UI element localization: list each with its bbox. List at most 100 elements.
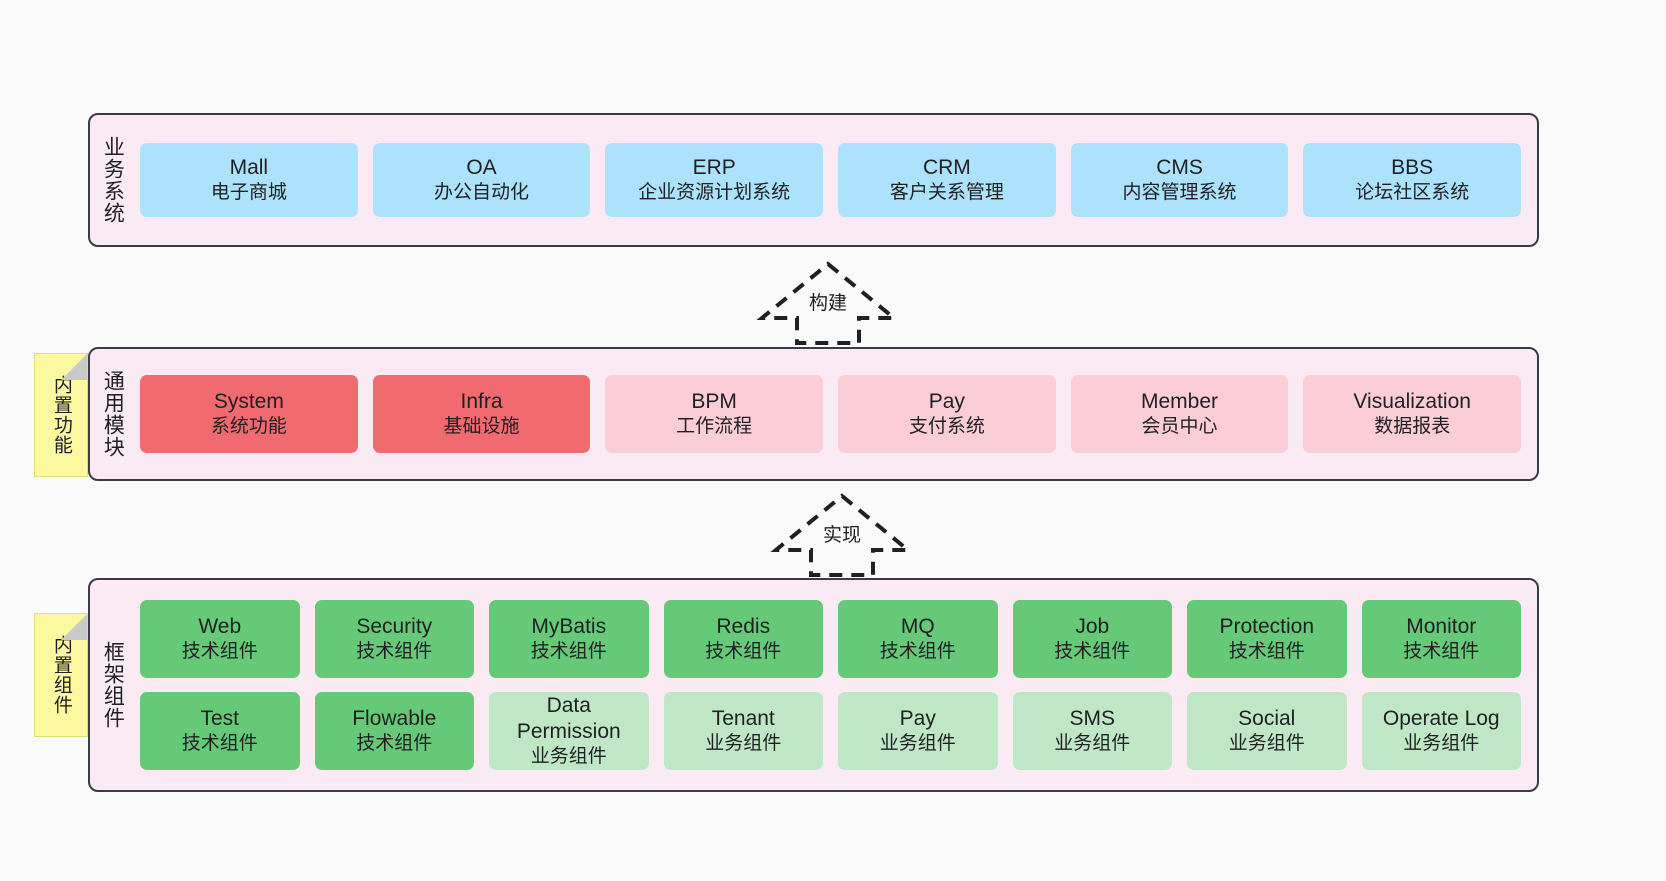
card-subtitle: 技术组件 bbox=[1403, 641, 1480, 663]
card-row: Mall 电子商城 OA 办公自动化 ERP 企业资源计划系统 CRM 客户关系… bbox=[140, 143, 1522, 217]
implement-arrow: 实现 bbox=[770, 492, 914, 577]
card-subtitle: 企业资源计划系统 bbox=[638, 182, 791, 204]
card-flowable[interactable]: Flowable 技术组件 bbox=[314, 692, 474, 770]
card-title: MyBatis bbox=[531, 615, 607, 638]
card-subtitle: 业务组件 bbox=[530, 745, 607, 767]
card-operate-log[interactable]: Operate Log 业务组件 bbox=[1361, 692, 1521, 770]
card-title: Social bbox=[1238, 707, 1296, 730]
card-visualization[interactable]: Visualization 数据报表 bbox=[1303, 375, 1522, 453]
layer-body-framework-components: Web 技术组件 Security 技术组件 MyBatis 技术组件 Redi… bbox=[134, 580, 1537, 790]
card-title: SMS bbox=[1069, 707, 1115, 730]
card-subtitle: 基础设施 bbox=[443, 416, 520, 438]
card-title: Flowable bbox=[352, 707, 437, 730]
card-subtitle: 数据报表 bbox=[1374, 416, 1451, 438]
note-label: 内置功能 bbox=[50, 375, 72, 455]
card-security[interactable]: Security 技术组件 bbox=[314, 600, 474, 678]
card-subtitle: 会员中心 bbox=[1141, 416, 1218, 438]
card-bpm[interactable]: BPM 工作流程 bbox=[605, 375, 824, 453]
note-builtin-components: 内置组件 bbox=[34, 613, 88, 737]
card-protection[interactable]: Protection 技术组件 bbox=[1187, 600, 1347, 678]
layer-title-common-modules: 通用模块 bbox=[101, 370, 125, 458]
card-pay-module[interactable]: Pay 支付系统 bbox=[838, 375, 1056, 453]
card-title: Test bbox=[200, 707, 239, 730]
layer-common-modules: 通用模块 System 系统功能 Infra 基础设施 BPM 工作流程 Pay… bbox=[88, 347, 1539, 481]
card-subtitle: 支付系统 bbox=[908, 416, 985, 438]
card-row: System 系统功能 Infra 基础设施 BPM 工作流程 Pay 支付系统… bbox=[140, 375, 1522, 453]
card-title: Security bbox=[356, 615, 433, 638]
card-subtitle: 业务组件 bbox=[879, 733, 956, 755]
card-system[interactable]: System 系统功能 bbox=[140, 375, 358, 453]
card-web[interactable]: Web 技术组件 bbox=[140, 600, 300, 678]
card-redis[interactable]: Redis 技术组件 bbox=[663, 600, 823, 678]
card-monitor[interactable]: Monitor 技术组件 bbox=[1361, 600, 1521, 678]
card-subtitle: 技术组件 bbox=[879, 641, 956, 663]
card-title: Pay bbox=[899, 707, 936, 730]
card-row: Test 技术组件 Flowable 技术组件 Data Permission … bbox=[140, 692, 1521, 770]
card-title: BPM bbox=[691, 390, 737, 413]
card-subtitle: 论坛社区系统 bbox=[1355, 182, 1470, 204]
card-title: Infra bbox=[460, 390, 503, 413]
card-title: Monitor bbox=[1406, 615, 1477, 638]
card-sms[interactable]: SMS 业务组件 bbox=[1012, 692, 1172, 770]
card-crm[interactable]: CRM 客户关系管理 bbox=[838, 143, 1056, 217]
card-mq[interactable]: MQ 技术组件 bbox=[838, 600, 998, 678]
layer-title-framework-components: 框架组件 bbox=[101, 641, 125, 729]
card-mybatis[interactable]: MyBatis 技术组件 bbox=[489, 600, 649, 678]
card-data-permission[interactable]: Data Permission 业务组件 bbox=[489, 692, 649, 770]
card-subtitle: 业务组件 bbox=[1228, 733, 1305, 755]
card-bbs[interactable]: BBS 论坛社区系统 bbox=[1303, 143, 1522, 217]
card-subtitle: 业务组件 bbox=[1403, 733, 1480, 755]
card-erp[interactable]: ERP 企业资源计划系统 bbox=[605, 143, 824, 217]
card-subtitle: 业务组件 bbox=[705, 733, 782, 755]
card-subtitle: 技术组件 bbox=[181, 733, 258, 755]
build-arrow: 构建 bbox=[756, 260, 900, 345]
card-row: Web 技术组件 Security 技术组件 MyBatis 技术组件 Redi… bbox=[140, 600, 1521, 678]
card-title: Member bbox=[1141, 390, 1219, 413]
card-title: CMS bbox=[1156, 156, 1203, 179]
card-infra[interactable]: Infra 基础设施 bbox=[372, 375, 591, 453]
card-subtitle: 技术组件 bbox=[181, 641, 258, 663]
layer-body-business-systems: Mall 电子商城 OA 办公自动化 ERP 企业资源计划系统 CRM 客户关系… bbox=[134, 115, 1537, 245]
card-test[interactable]: Test 技术组件 bbox=[140, 692, 300, 770]
note-label: 内置组件 bbox=[50, 635, 72, 715]
card-cms[interactable]: CMS 内容管理系统 bbox=[1070, 143, 1289, 217]
card-title: Tenant bbox=[711, 707, 775, 730]
card-title: Visualization bbox=[1353, 390, 1471, 413]
card-pay-component[interactable]: Pay 业务组件 bbox=[838, 692, 998, 770]
layer-framework-components: 框架组件 Web 技术组件 Security 技术组件 MyBatis 技术组件… bbox=[88, 578, 1539, 792]
card-subtitle: 内容管理系统 bbox=[1122, 182, 1237, 204]
layer-title-business-systems: 业务系统 bbox=[101, 136, 125, 224]
card-title: ERP bbox=[692, 156, 736, 179]
arrow-outline-path bbox=[756, 261, 900, 345]
card-subtitle: 系统功能 bbox=[210, 416, 287, 438]
card-title: Mall bbox=[229, 156, 269, 179]
card-title: System bbox=[213, 390, 284, 413]
card-title: Redis bbox=[716, 615, 771, 638]
card-job[interactable]: Job 技术组件 bbox=[1012, 600, 1172, 678]
card-subtitle: 工作流程 bbox=[676, 416, 753, 438]
card-title: Operate Log bbox=[1382, 707, 1500, 730]
card-member[interactable]: Member 会员中心 bbox=[1070, 375, 1289, 453]
card-subtitle: 技术组件 bbox=[1054, 641, 1131, 663]
card-subtitle: 技术组件 bbox=[356, 641, 433, 663]
layer-business-systems: 业务系统 Mall 电子商城 OA 办公自动化 ERP 企业资源计划系统 CRM… bbox=[88, 113, 1539, 247]
card-mall[interactable]: Mall 电子商城 bbox=[140, 143, 358, 217]
card-title: Protection bbox=[1219, 615, 1315, 638]
card-title: Job bbox=[1075, 615, 1110, 638]
arrow-outline-path bbox=[770, 493, 914, 577]
card-title: BBS bbox=[1391, 156, 1434, 179]
card-title: MQ bbox=[900, 615, 935, 638]
card-tenant[interactable]: Tenant 业务组件 bbox=[663, 692, 823, 770]
card-title: OA bbox=[466, 156, 497, 179]
card-social[interactable]: Social 业务组件 bbox=[1187, 692, 1347, 770]
card-subtitle: 技术组件 bbox=[705, 641, 782, 663]
note-builtin-features: 内置功能 bbox=[34, 353, 88, 477]
card-oa[interactable]: OA 办公自动化 bbox=[372, 143, 591, 217]
card-subtitle: 技术组件 bbox=[530, 641, 607, 663]
card-subtitle: 办公自动化 bbox=[434, 182, 530, 204]
card-subtitle: 电子商城 bbox=[210, 182, 287, 204]
card-subtitle: 技术组件 bbox=[356, 733, 433, 755]
card-title: Pay bbox=[928, 390, 965, 413]
card-subtitle: 业务组件 bbox=[1054, 733, 1131, 755]
